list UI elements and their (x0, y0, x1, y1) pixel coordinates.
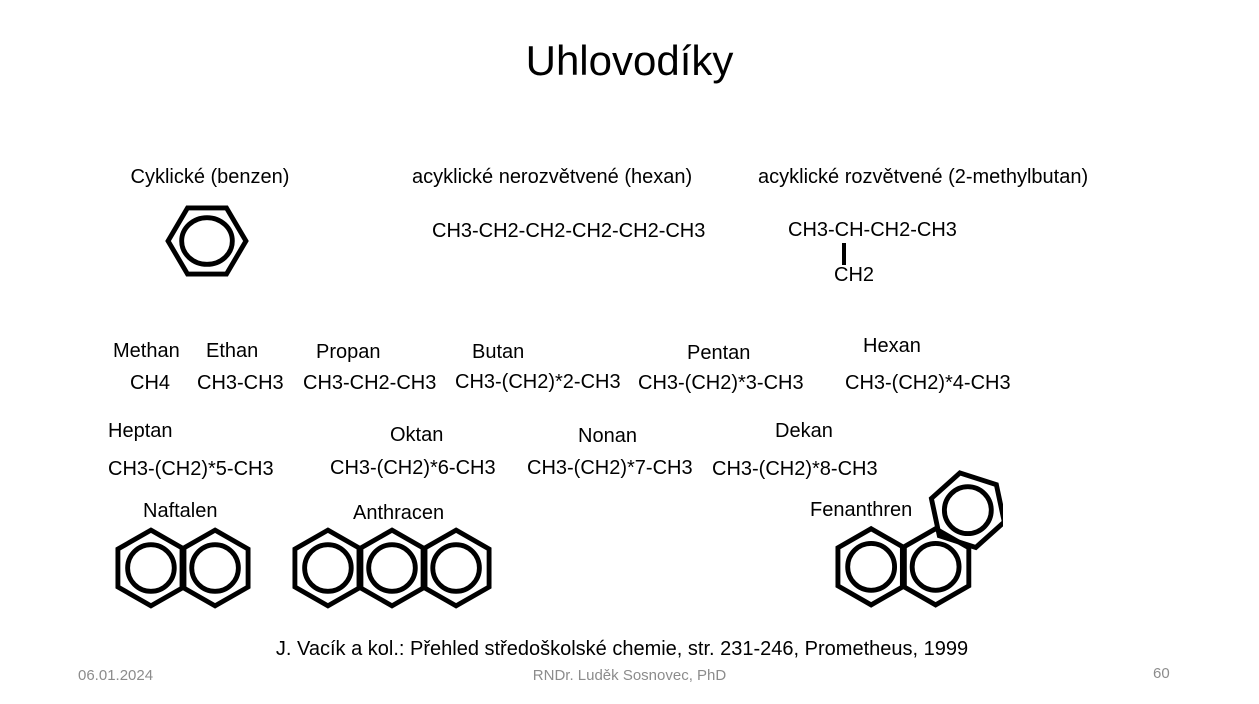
aromatic-circle (941, 484, 994, 537)
alkane-name: Propan (316, 341, 381, 363)
aromatic-circle (366, 542, 418, 594)
category-label-cyclic: Cyklické (benzen) (130, 166, 290, 188)
hexagon-ring (420, 527, 492, 609)
single-bond-line (842, 243, 846, 265)
alkane-formula: CH3-CH3 (197, 372, 284, 394)
alkane-formula: CH4 (130, 372, 171, 394)
citation: J. Vacík a kol.: Přehled středoškolské c… (275, 638, 969, 660)
benzene-ring-icon (165, 205, 249, 277)
methylbutane-formula-main: CH3-CH-CH2-CH3 (788, 219, 957, 241)
aromatic-circle (909, 540, 962, 593)
alkane-name: Ethan (206, 340, 259, 362)
footer-date: 06.01.2024 (78, 667, 154, 684)
alkane-formula: CH3-(CH2)*5-CH3 (108, 458, 274, 480)
benzene-aromatic-circle (179, 215, 235, 267)
alkane-name: Heptan (108, 420, 173, 442)
alkane-name: Methan (113, 340, 180, 362)
alkane-name: Nonan (578, 425, 637, 447)
alkane-formula: CH3-(CH2)*3-CH3 (638, 372, 804, 394)
aromatic-name: Anthracen (353, 502, 445, 524)
alkane-name: Hexan (863, 335, 921, 357)
alkane-formula: CH3-(CH2)*2-CH3 (455, 371, 621, 393)
hexagon-ring (928, 470, 1003, 551)
hexagon-ring (899, 525, 972, 608)
slide-title: Uhlovodíky (525, 37, 734, 84)
hexagon-ring (179, 527, 251, 609)
methylbutane-formula-branch: CH2 (834, 264, 875, 286)
aromatic-circle (430, 542, 482, 594)
alkane-name: Butan (472, 341, 525, 363)
benzene-hexagon (165, 205, 249, 277)
footer-page-number: 60 (1153, 665, 1170, 682)
alkane-formula: CH3-(CH2)*8-CH3 (712, 458, 878, 480)
alkane-formula: CH3-(CH2)*4-CH3 (845, 372, 1011, 394)
aromatic-circle (125, 542, 177, 594)
naphthalene-structure-icon (115, 527, 251, 609)
aromatic-name: Naftalen (143, 500, 218, 522)
category-label-acyclic-branched: acyklické rozvětvené (2-methylbutan) (758, 166, 1089, 188)
aromatic-circle (189, 542, 241, 594)
aromatic-name: Fenanthren (810, 499, 913, 521)
alkane-formula: CH3-(CH2)*6-CH3 (330, 457, 496, 479)
aromatic-circle (302, 542, 354, 594)
footer-author: RNDr. Luděk Sosnovec, PhD (532, 667, 727, 684)
alkane-formula: CH3-(CH2)*7-CH3 (527, 457, 693, 479)
category-label-acyclic-unbranched: acyklické nerozvětvené (hexan) (412, 166, 693, 188)
alkane-name: Oktan (390, 424, 444, 446)
phenanthrene-structure-icon (835, 470, 1003, 608)
hexane-formula: CH3-CH2-CH2-CH2-CH2-CH3 (432, 220, 706, 242)
alkane-name: Pentan (687, 342, 751, 364)
aromatic-circle (845, 540, 898, 593)
alkane-name: Dekan (775, 420, 833, 442)
anthracene-structure-icon (292, 527, 492, 609)
alkane-formula: CH3-CH2-CH3 (303, 372, 437, 394)
